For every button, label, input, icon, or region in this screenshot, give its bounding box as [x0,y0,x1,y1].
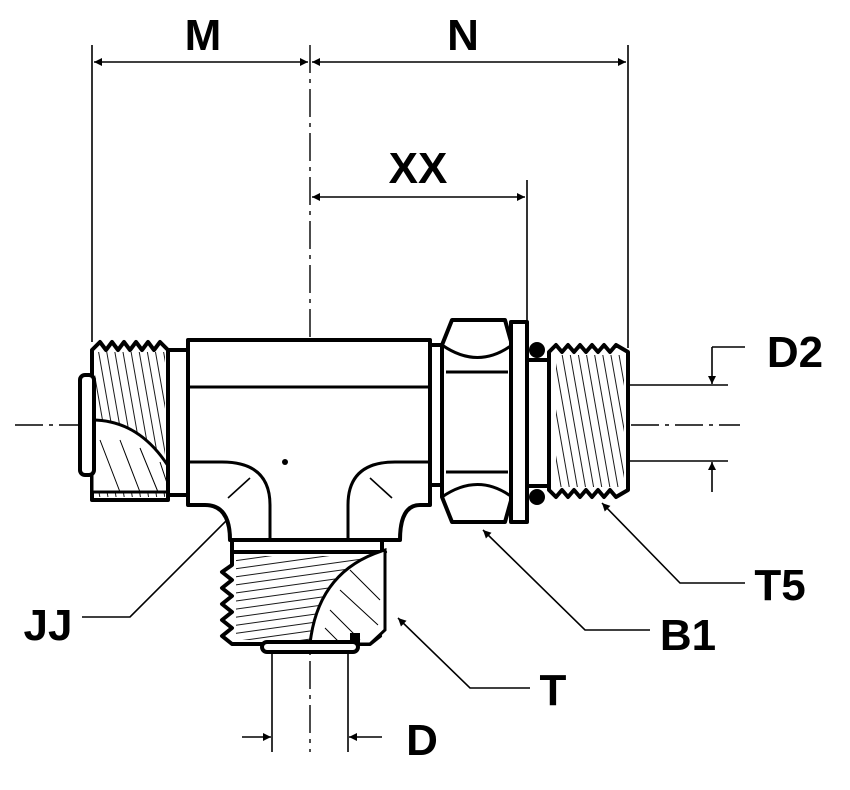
dimension-arrows [94,58,716,741]
extension-lines [91,45,745,752]
label-d: D [406,716,438,765]
right-thread-end [547,343,630,499]
label-n: N [447,11,479,60]
label-b1: B1 [660,611,716,660]
label-d2: D2 [767,328,823,377]
label-t5: T5 [754,561,805,610]
leader-lines [82,461,745,689]
bottom-thread-end [220,538,387,654]
label-jj: JJ [24,601,73,650]
label-xx: XX [389,144,448,193]
tee-body [186,338,444,542]
label-t: T [540,666,567,715]
hex-nut [440,318,551,524]
left-thread-end [78,340,190,502]
label-m: M [185,11,222,60]
